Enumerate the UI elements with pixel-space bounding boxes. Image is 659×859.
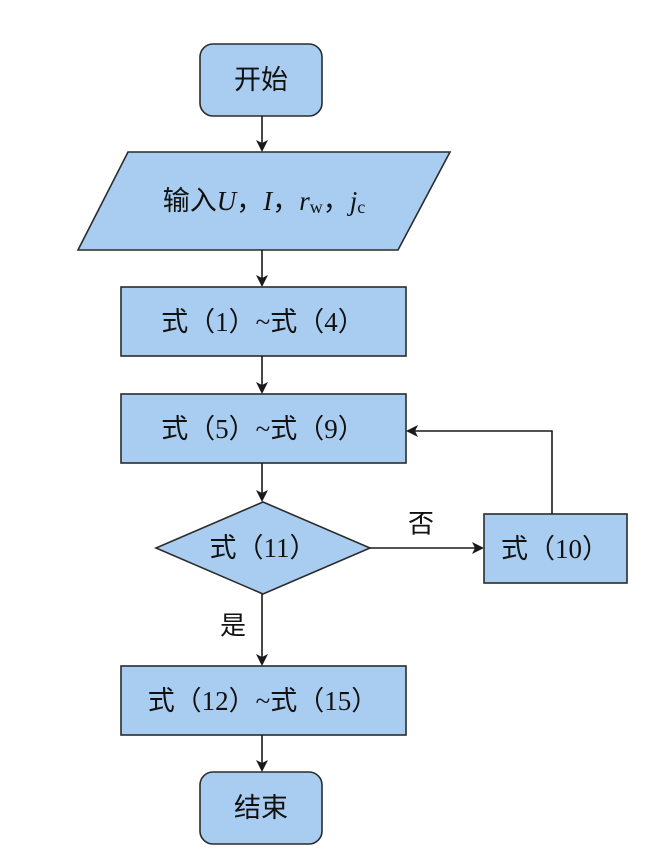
step-12-15-node: 式（12）~式（15）	[120, 665, 407, 736]
step-10-node: 式（10）	[483, 513, 628, 584]
decision-label: 式（11）	[210, 533, 317, 563]
input-sep-2: ，	[272, 186, 299, 216]
input-var-j-sub: c	[357, 197, 365, 217]
step-1-4-label: 式（1）~式（4）	[161, 307, 365, 337]
input-sep-3: ，	[323, 186, 350, 216]
edge-label-no: 否	[408, 510, 434, 539]
input-var-u: U	[217, 186, 238, 216]
edge-label-yes: 是	[220, 612, 246, 641]
end-label: 结束	[234, 793, 288, 823]
arrow-step10-loop-back	[406, 425, 553, 514]
input-var-r: r	[299, 186, 310, 216]
input-sep-1: ，	[236, 186, 263, 216]
input-label: 输入U，I，rw，jc	[163, 186, 366, 217]
step-10-label: 式（10）	[501, 534, 609, 564]
input-node: 输入U，I，rw，jc	[76, 151, 452, 251]
input-var-r-sub: w	[310, 197, 323, 217]
input-var-j: j	[347, 186, 358, 216]
step-12-15-label: 式（12）~式（15）	[148, 686, 379, 716]
start-label: 开始	[234, 65, 288, 95]
decision-node: 式（11）	[153, 501, 373, 595]
input-prefix: 输入	[163, 186, 217, 216]
step-1-4-node: 式（1）~式（4）	[120, 286, 407, 357]
step-5-9-node: 式（5）~式（9）	[120, 393, 407, 464]
step-5-9-label: 式（5）~式（9）	[161, 414, 365, 444]
input-var-i: I	[262, 186, 274, 216]
start-node: 开始	[199, 43, 323, 117]
end-node: 结束	[199, 771, 323, 845]
